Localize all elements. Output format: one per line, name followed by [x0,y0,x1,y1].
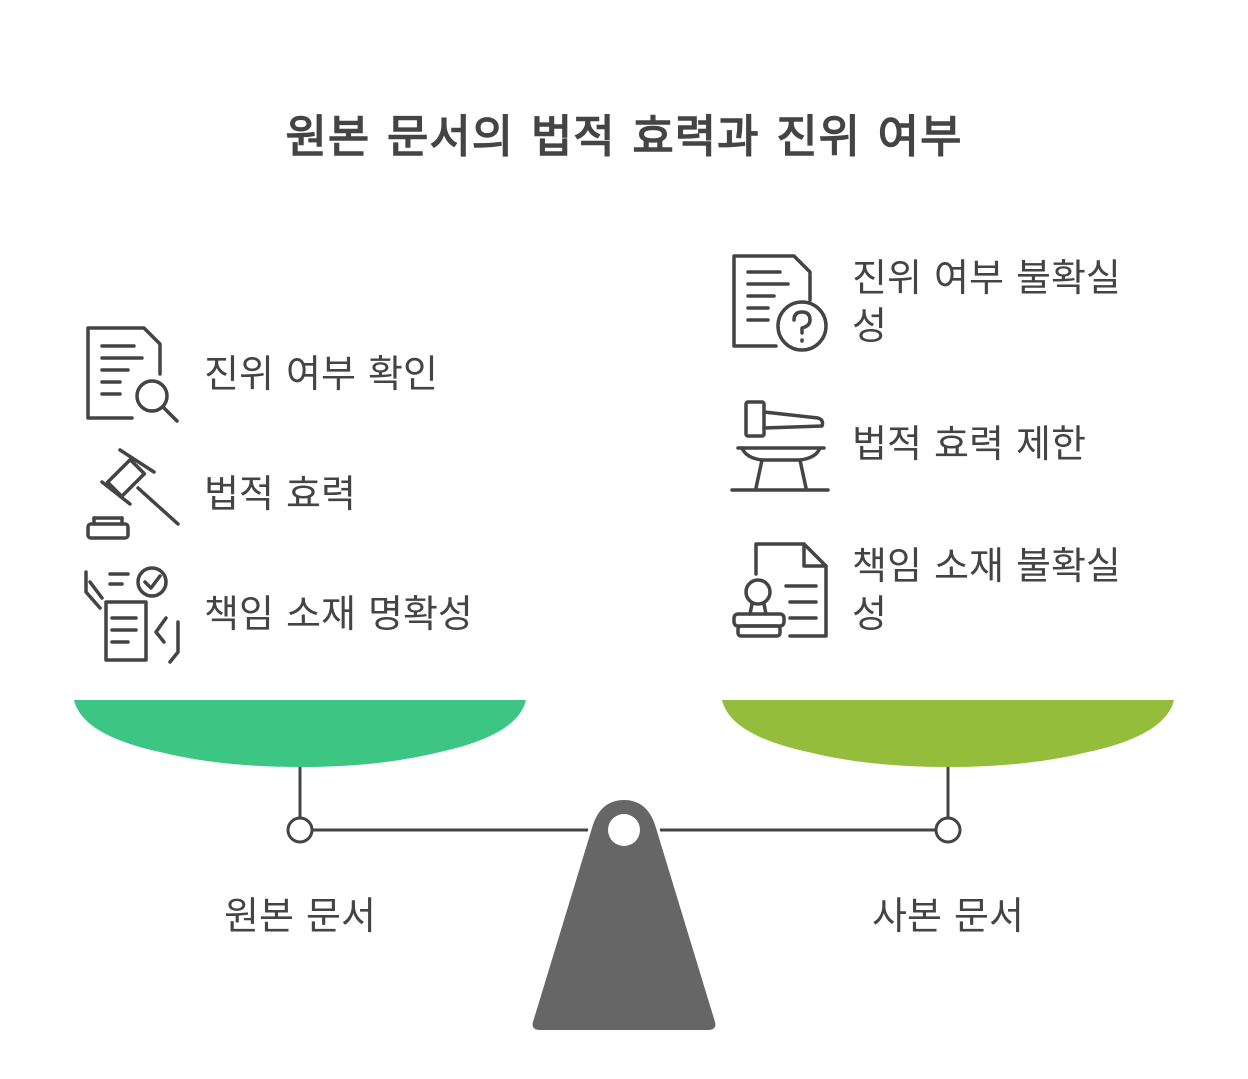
left-joint [286,816,314,844]
left-item-responsibility: 책임 소재 명확성 [80,562,473,666]
right-item-authenticity-uncertainty: 진위 여부 불확실성 [728,250,1142,354]
left-item-label: 책임 소재 명확성 [204,592,473,636]
document-question-icon [732,254,828,352]
right-pan [722,700,1174,767]
left-side-label: 원본 문서 [224,894,376,938]
right-item-label: 진위 여부 불확실성 [852,256,1121,348]
fulcrum [532,800,716,1030]
left-item-authenticity: 진위 여부 확인 [80,322,438,426]
diagram-title: 원본 문서의 법적 효력과 진위 여부 [285,110,963,163]
right-side-label: 사본 문서 [872,894,1024,938]
anvil-hammer-icon [730,400,830,492]
right-item-label: 책임 소재 불확실성 [852,544,1121,636]
gavel-icon [86,448,180,540]
left-pan [74,700,526,767]
right-item-responsibility-uncertainty: 책임 소재 불확실성 [728,538,1142,642]
hands-checklist-icon [84,566,180,664]
right-item-limited-legal-effect: 법적 효력 제한 [728,392,1086,496]
left-item-legal-effect: 법적 효력 [80,442,356,546]
left-item-label: 법적 효력 [204,472,356,516]
fulcrum-pivot [608,814,640,846]
left-item-label: 진위 여부 확인 [204,352,438,396]
document-search-icon [86,326,179,423]
right-joint [934,816,962,844]
document-stamp-icon [732,542,828,638]
right-item-label: 법적 효력 제한 [852,422,1086,466]
